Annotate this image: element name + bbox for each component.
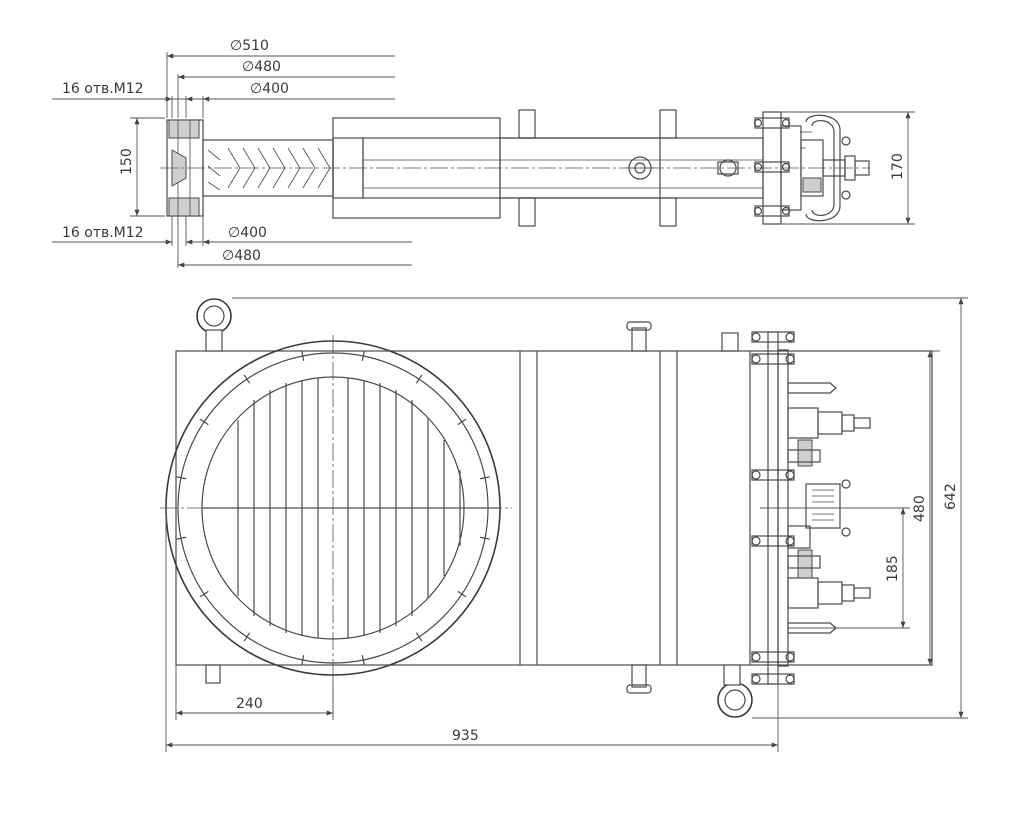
dim-185-label: 185	[885, 555, 901, 582]
dim-642-label: 642	[943, 483, 959, 510]
bolt-tick	[415, 374, 423, 384]
actuator-top	[800, 114, 870, 222]
bolt-tick	[361, 350, 365, 361]
bolt-tick	[457, 418, 467, 426]
bolt-tick	[457, 590, 467, 598]
dim-400-bottom-label: ∅400	[228, 225, 267, 241]
bolt-ticks	[175, 350, 491, 666]
lifting-eye-bottom	[717, 664, 753, 718]
dim-480-bottom-label: ∅480	[222, 248, 261, 264]
bolt-tick	[243, 632, 251, 642]
bolt-tick	[480, 536, 491, 540]
dim-510-label: ∅510	[230, 38, 269, 54]
bolt-tick	[301, 655, 305, 666]
holes-bottom-label: 16 отв.М12	[62, 225, 144, 241]
bolt-tick	[175, 536, 186, 540]
holes-top-label: 16 отв.М12	[62, 81, 144, 97]
bolt-tick	[199, 418, 209, 426]
bolt-tick	[199, 590, 209, 598]
blade-hatching	[207, 147, 331, 191]
bolt-tick	[301, 350, 305, 361]
bolt-tick	[175, 476, 186, 480]
dim-400-top-label: ∅400	[250, 81, 289, 97]
bolt-tick	[415, 632, 423, 642]
bolt-tick	[480, 476, 491, 480]
bolt-tick	[243, 374, 251, 384]
dim-170-label: 170	[890, 153, 906, 180]
lifting-eye-top	[196, 298, 232, 352]
top-view: ∅510 ∅480 ∅400 16 отв.М12 150 170 16 отв…	[52, 38, 915, 268]
dim-480-label: 480	[912, 495, 928, 522]
dim-150-label: 150	[119, 148, 135, 175]
dim-480-top-label: ∅480	[242, 59, 281, 75]
bolts-front	[751, 331, 795, 685]
actuator-front	[787, 382, 871, 634]
dim-935-label: 935	[452, 728, 479, 744]
dim-240-label: 240	[236, 696, 263, 712]
bolts-top-view	[753, 117, 791, 217]
front-view: 240 935 642 480 185	[160, 297, 968, 752]
bolt-tick	[361, 655, 365, 666]
